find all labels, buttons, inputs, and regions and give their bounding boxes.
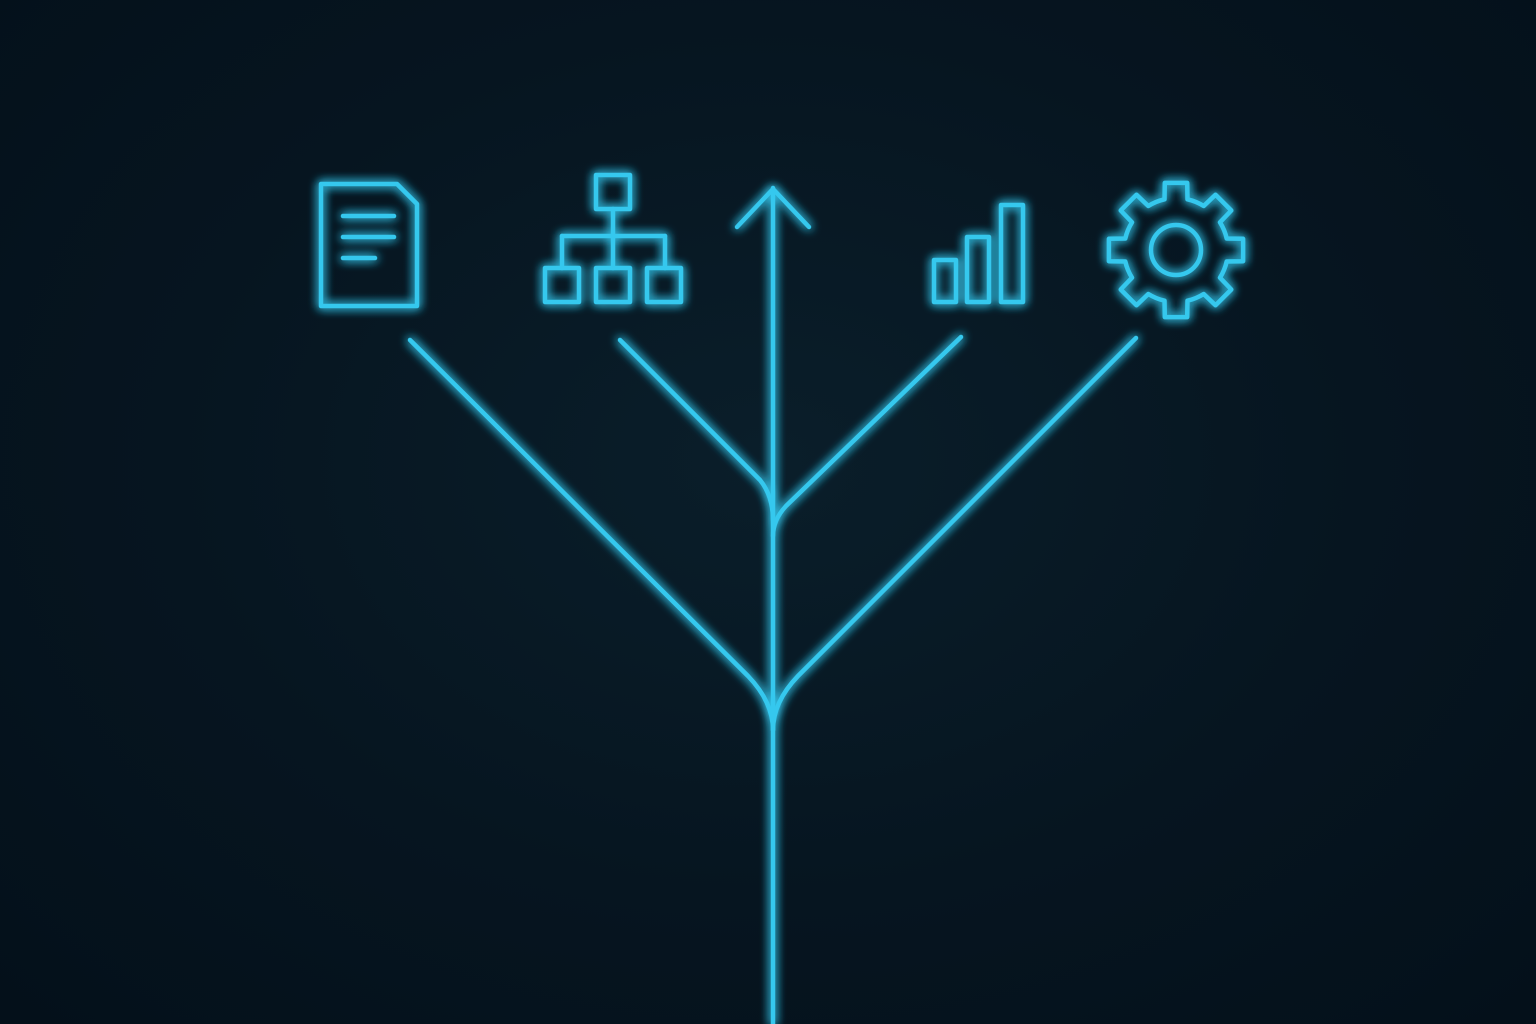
branch-to-document	[407, 337, 776, 733]
bar-chart-icon	[931, 202, 1026, 305]
gear-icon	[1106, 180, 1246, 320]
branch-to-gear	[770, 335, 1139, 733]
up-arrow-icon	[734, 186, 812, 230]
hierarchy-icon	[542, 172, 684, 305]
document-icon	[318, 181, 420, 309]
branch-to-bar-chart	[770, 334, 964, 539]
branch-to-hierarchy	[617, 337, 776, 523]
